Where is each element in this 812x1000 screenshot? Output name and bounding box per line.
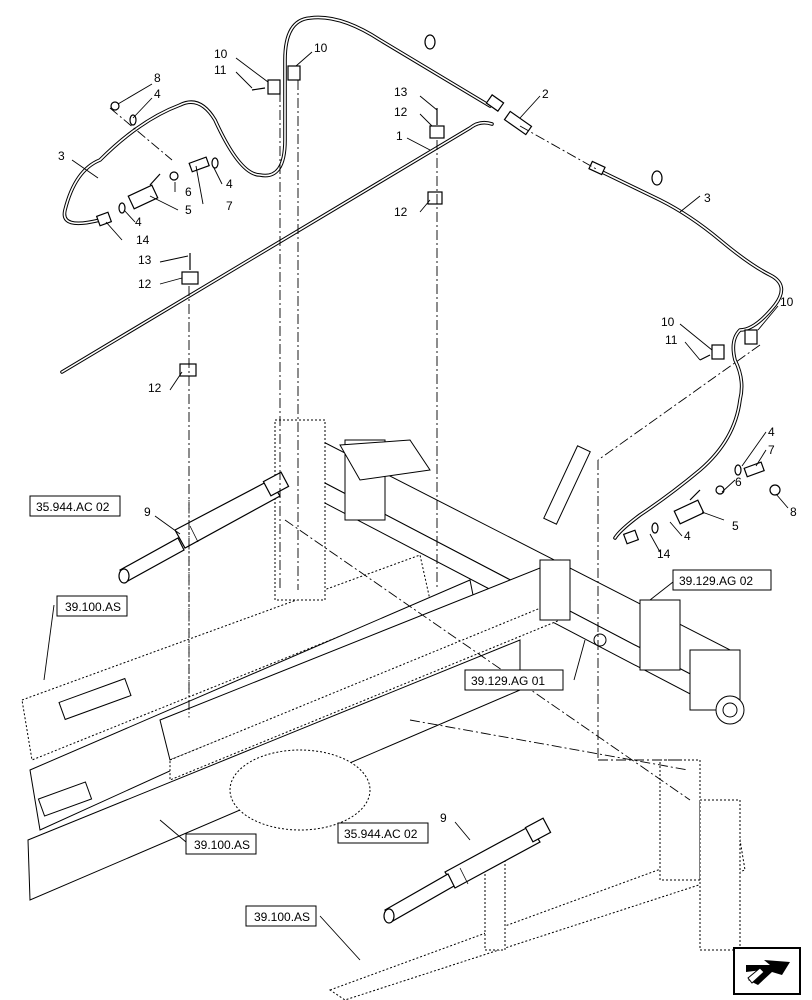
callout-12: 12 xyxy=(394,205,408,219)
callout-9: 9 xyxy=(144,505,151,519)
reference-39-129-ag-02[interactable]: 39.129.AG 02 xyxy=(672,569,772,591)
valve-group-left xyxy=(110,101,219,214)
callout-13: 13 xyxy=(394,85,408,99)
callout-1: 1 xyxy=(396,129,403,143)
callout-2: 2 xyxy=(542,87,549,101)
callout-12: 12 xyxy=(138,277,152,291)
callout-5: 5 xyxy=(732,519,739,533)
callout-10: 10 xyxy=(661,315,675,329)
callout-13: 13 xyxy=(138,253,152,267)
callout-10: 10 xyxy=(780,295,794,309)
svg-text:39.100.AS: 39.100.AS xyxy=(65,600,121,614)
callout-4: 4 xyxy=(684,529,691,543)
callout-7: 7 xyxy=(226,199,233,213)
reference-39-100-as-middle[interactable]: 39.100.AS xyxy=(185,833,257,855)
reference-39-100-as-upper[interactable]: 39.100.AS xyxy=(56,595,128,617)
svg-text:35.944.AC 02: 35.944.AC 02 xyxy=(36,500,110,514)
callout-12: 12 xyxy=(394,105,408,119)
arrow-icon[interactable] xyxy=(733,947,801,995)
valve-group-right xyxy=(651,461,781,534)
reference-39-100-as-lower[interactable]: 39.100.AS xyxy=(245,905,317,927)
clamps xyxy=(179,65,758,377)
frame-structure xyxy=(21,419,746,1000)
callout-8: 8 xyxy=(790,505,797,519)
callout-10: 10 xyxy=(214,47,228,61)
construction-lines xyxy=(109,80,761,801)
callout-8: 8 xyxy=(154,71,161,85)
callout-3: 3 xyxy=(58,149,65,163)
callout-4: 4 xyxy=(135,215,142,229)
svg-text:35.944.AC 02: 35.944.AC 02 xyxy=(344,827,418,841)
callout-6: 6 xyxy=(185,185,192,199)
callout-4: 4 xyxy=(768,425,775,439)
callout-numbers: 1 2 3 3 8 4 6 4 7 5 4 14 10 11 10 13 12 … xyxy=(58,41,797,825)
callout-14: 14 xyxy=(136,233,150,247)
reference-39-129-ag-01[interactable]: 39.129.AG 01 xyxy=(464,669,564,691)
callout-11: 11 xyxy=(214,63,227,77)
cylinder-lower xyxy=(383,817,552,924)
callout-9: 9 xyxy=(440,811,447,825)
leaders xyxy=(43,51,789,961)
reference-35-944-ac-02-lower[interactable]: 35.944.AC 02 xyxy=(337,822,429,844)
svg-text:39.129.AG 02: 39.129.AG 02 xyxy=(679,574,753,588)
reference-35-944-ac-02-upper[interactable]: 35.944.AC 02 xyxy=(29,495,121,517)
callout-3: 3 xyxy=(704,191,711,205)
callout-12: 12 xyxy=(148,381,162,395)
cylinder-upper xyxy=(118,471,290,584)
callout-4: 4 xyxy=(154,87,161,101)
callout-11: 11 xyxy=(665,333,678,347)
callout-6: 6 xyxy=(735,475,742,489)
svg-text:39.129.AG 01: 39.129.AG 01 xyxy=(471,674,545,688)
callout-14: 14 xyxy=(657,547,671,561)
svg-text:39.100.AS: 39.100.AS xyxy=(254,910,310,924)
callout-5: 5 xyxy=(185,203,192,217)
hydraulic-lines xyxy=(60,15,784,540)
fittings xyxy=(95,34,663,545)
callout-4: 4 xyxy=(226,177,233,191)
callout-7: 7 xyxy=(768,443,775,457)
callout-10: 10 xyxy=(314,41,328,55)
svg-text:39.100.AS: 39.100.AS xyxy=(194,838,250,852)
